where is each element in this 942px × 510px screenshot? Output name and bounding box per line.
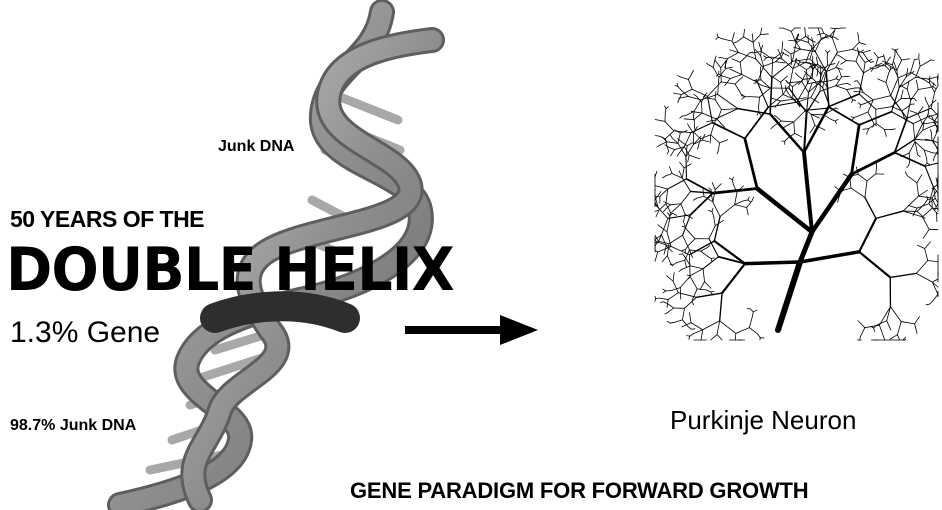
heading-small: 50 YEARS OF THE [10, 206, 204, 233]
heading-title: DOUBLE HELIX [6, 240, 454, 300]
neuron-label: Purkinje Neuron [670, 405, 856, 436]
gene-percent-label: 1.3% Gene [10, 316, 160, 350]
junk-dna-label: Junk DNA [218, 138, 294, 156]
caption: GENE PARADIGM FOR FORWARD GROWTH [350, 478, 808, 504]
junk-dna-percent-label: 98.7% Junk DNA [10, 417, 136, 435]
